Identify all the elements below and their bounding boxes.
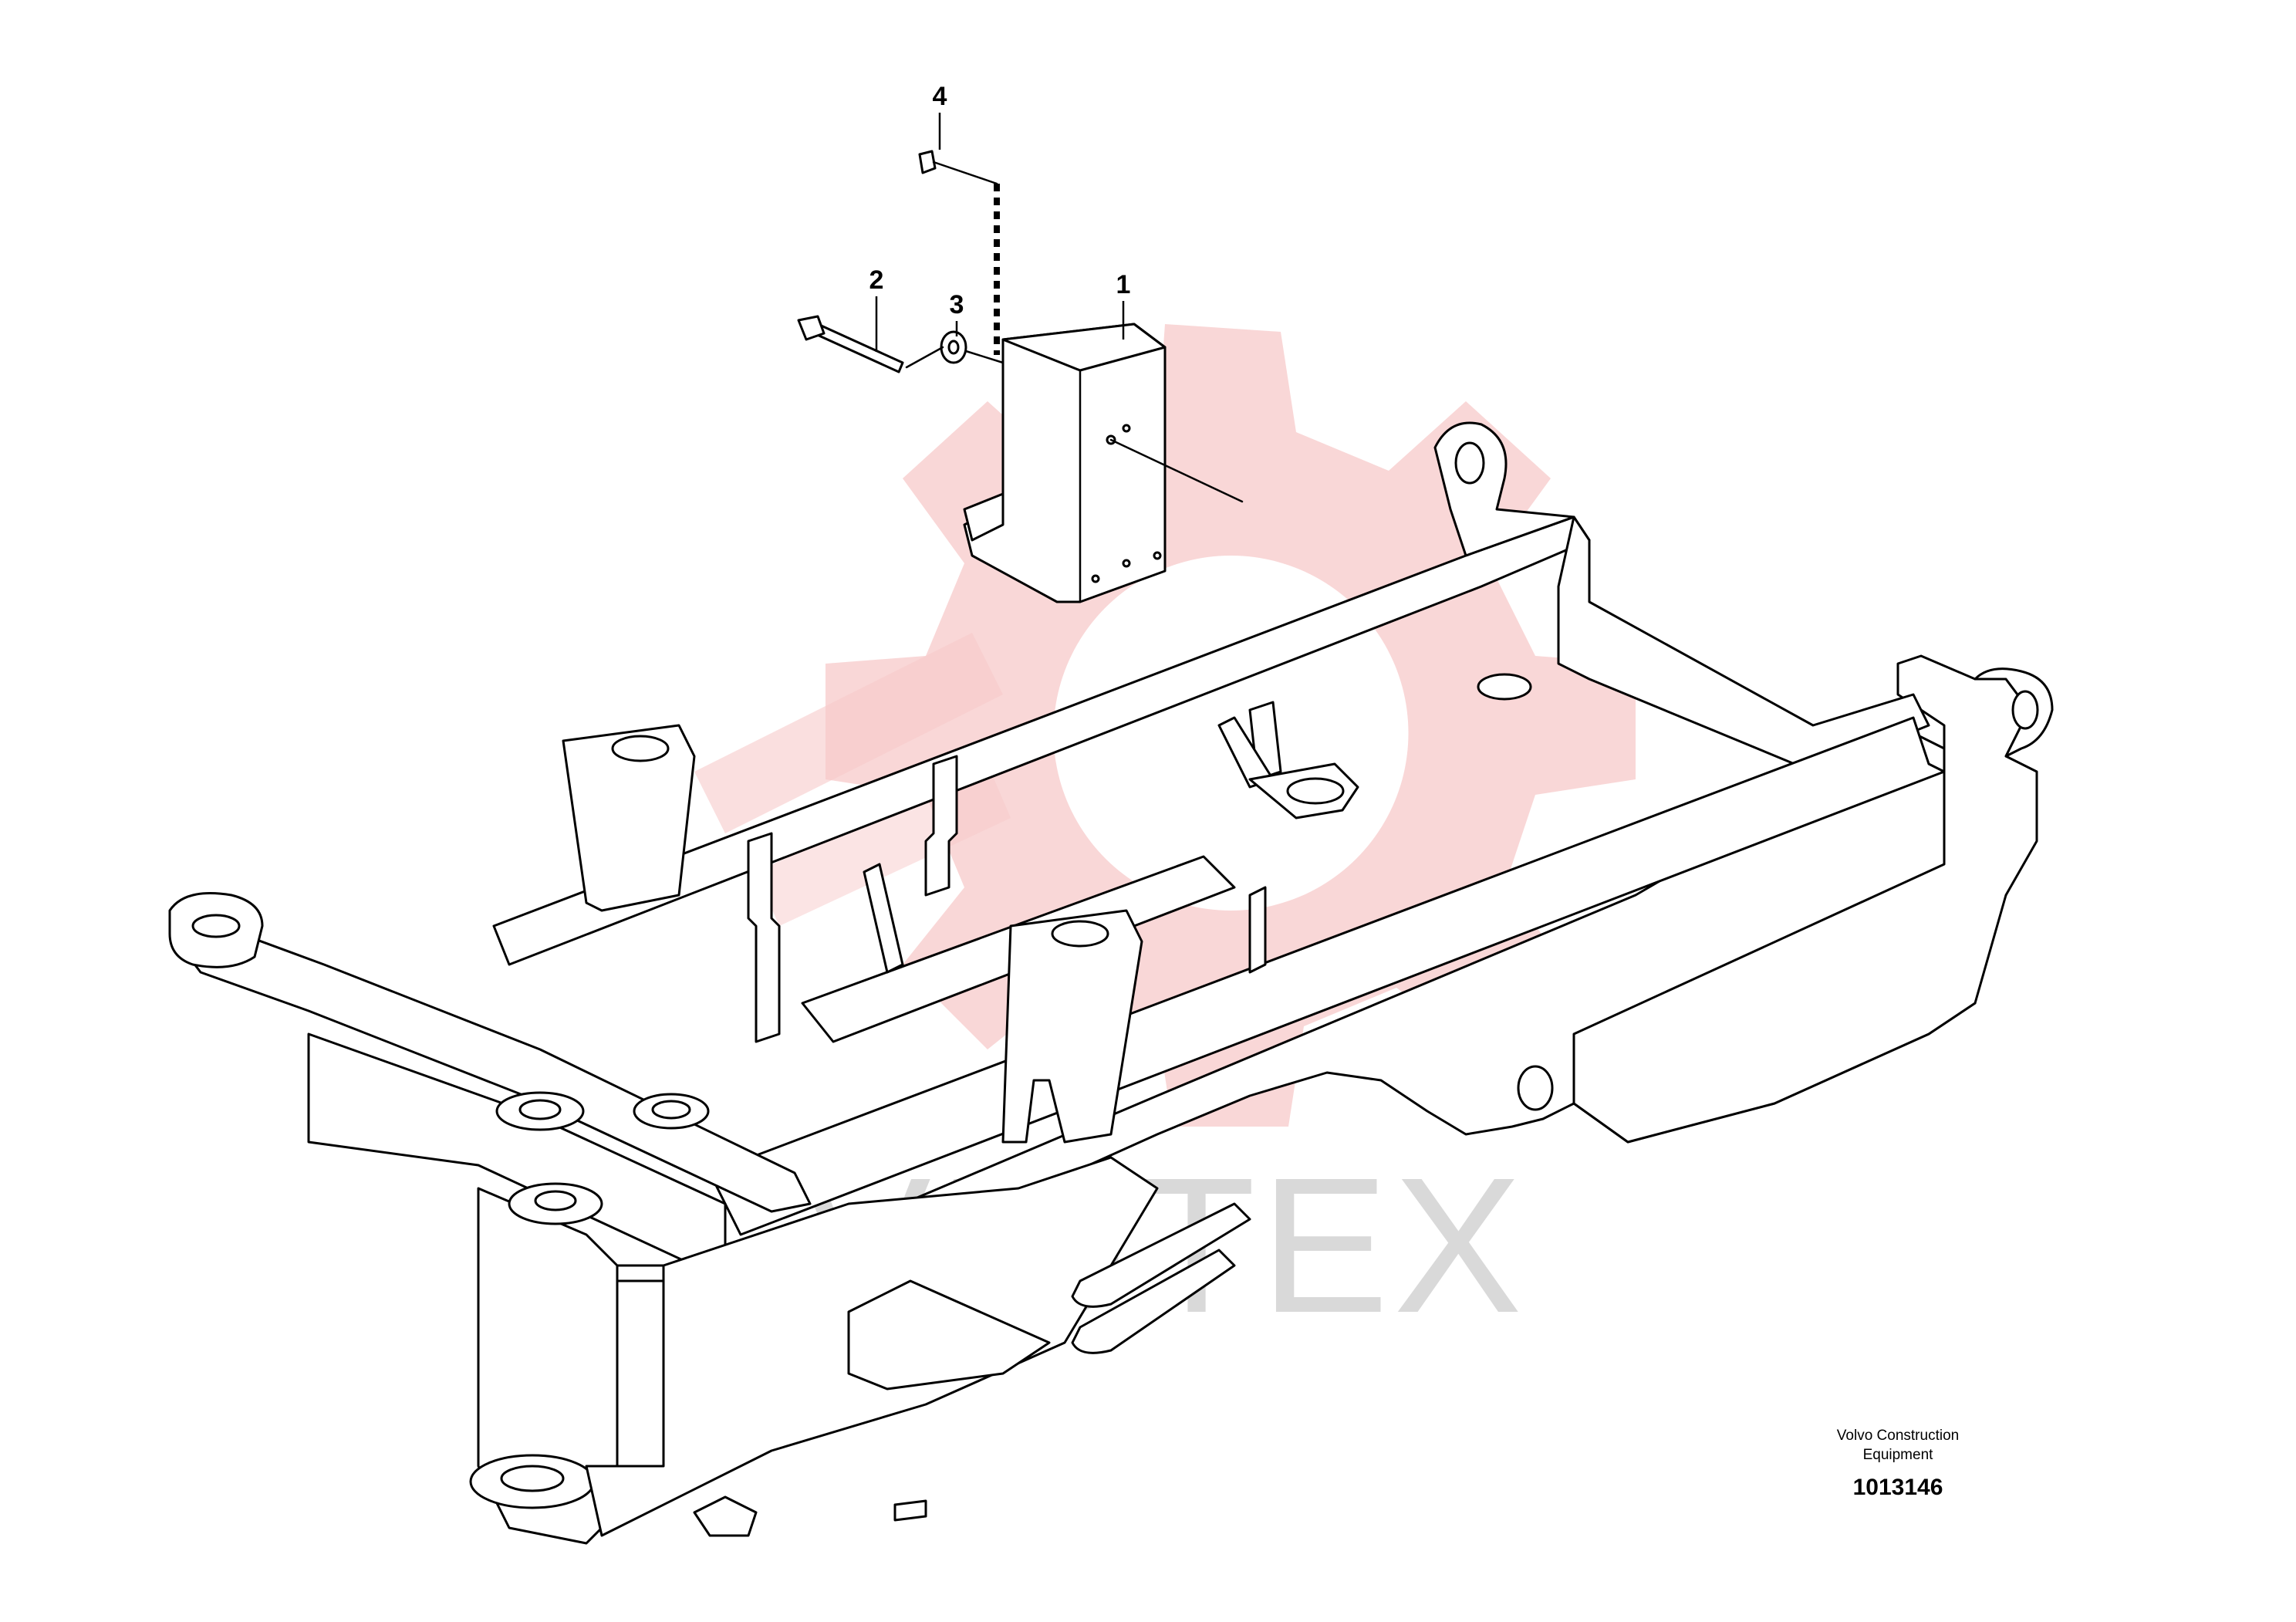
side-plate-hole — [1517, 1065, 1554, 1111]
front-left-eye-hole — [191, 914, 241, 938]
bracket-left-pedestal-hole — [611, 735, 670, 762]
step-hole-5 — [1153, 551, 1162, 560]
bolt-shank — [812, 323, 904, 373]
reference-number: 1013146 — [1852, 1475, 1943, 1500]
drawing-info: Volvo Construction Equipment 1013146 — [1767, 1426, 2029, 1503]
rear-deck-hole — [1477, 673, 1532, 701]
frame-lower-mount-hole — [500, 1465, 565, 1492]
tab-6 — [863, 863, 904, 974]
frame-brackets — [168, 421, 2054, 1537]
part-2-bolt — [797, 315, 904, 373]
assembly-line-bolt-washer — [905, 346, 944, 369]
step-top-tread — [1001, 323, 1167, 372]
step-hole-3 — [1091, 574, 1100, 583]
part-3-washer — [940, 330, 967, 364]
lower-gusset — [847, 1279, 1051, 1391]
tab-1 — [747, 832, 781, 1043]
callout-3: 3 — [950, 290, 964, 319]
part-4-screw — [918, 150, 1000, 355]
bolt-head — [797, 315, 826, 341]
assembly-line-washer-step — [964, 350, 1004, 364]
bracket-center-pedestal-hole — [1051, 920, 1109, 948]
assembly-lines — [905, 346, 1244, 503]
rail-mount-bracket-hole — [1286, 777, 1345, 805]
part-1-step — [963, 323, 1167, 603]
rear-top-eye-hole — [1454, 441, 1485, 485]
tab-5 — [1248, 886, 1267, 974]
lower-small-bracket — [693, 1495, 758, 1537]
manufacturer-line-2: Equipment — [1862, 1447, 1933, 1463]
step-hole-2 — [1122, 424, 1131, 433]
lower-small-tab — [893, 1499, 927, 1522]
bracket-center-pedestal — [1001, 909, 1143, 1144]
lower-hinge-arm-1 — [1071, 1202, 1251, 1308]
lower-hinge-arm-2 — [1071, 1249, 1236, 1354]
screw-head — [918, 150, 937, 174]
rear-side-eye-hole — [2011, 690, 2039, 730]
callout-4: 4 — [933, 82, 947, 111]
frame-top-right-beam — [1557, 515, 1930, 773]
manufacturer-line-1: Volvo Construction — [1836, 1428, 1960, 1444]
front-right-boss-hole — [651, 1100, 691, 1120]
lower-front-boss-hole — [534, 1190, 577, 1211]
callout-2: 2 — [869, 265, 884, 295]
callouts: 1 2 3 4 — [869, 82, 1131, 352]
screw-line — [932, 161, 998, 185]
assembly-line-step-frame — [1109, 438, 1244, 503]
rear-side-eye-plate — [1974, 667, 2054, 758]
washer-inner — [947, 340, 960, 355]
step-lower-tread — [963, 492, 1004, 542]
tab-2 — [924, 755, 958, 897]
bracket-left-pedestal — [562, 724, 696, 912]
callout-1: 1 — [1116, 270, 1131, 299]
step-hole-4 — [1122, 559, 1131, 568]
front-center-boss-hole — [518, 1099, 562, 1120]
